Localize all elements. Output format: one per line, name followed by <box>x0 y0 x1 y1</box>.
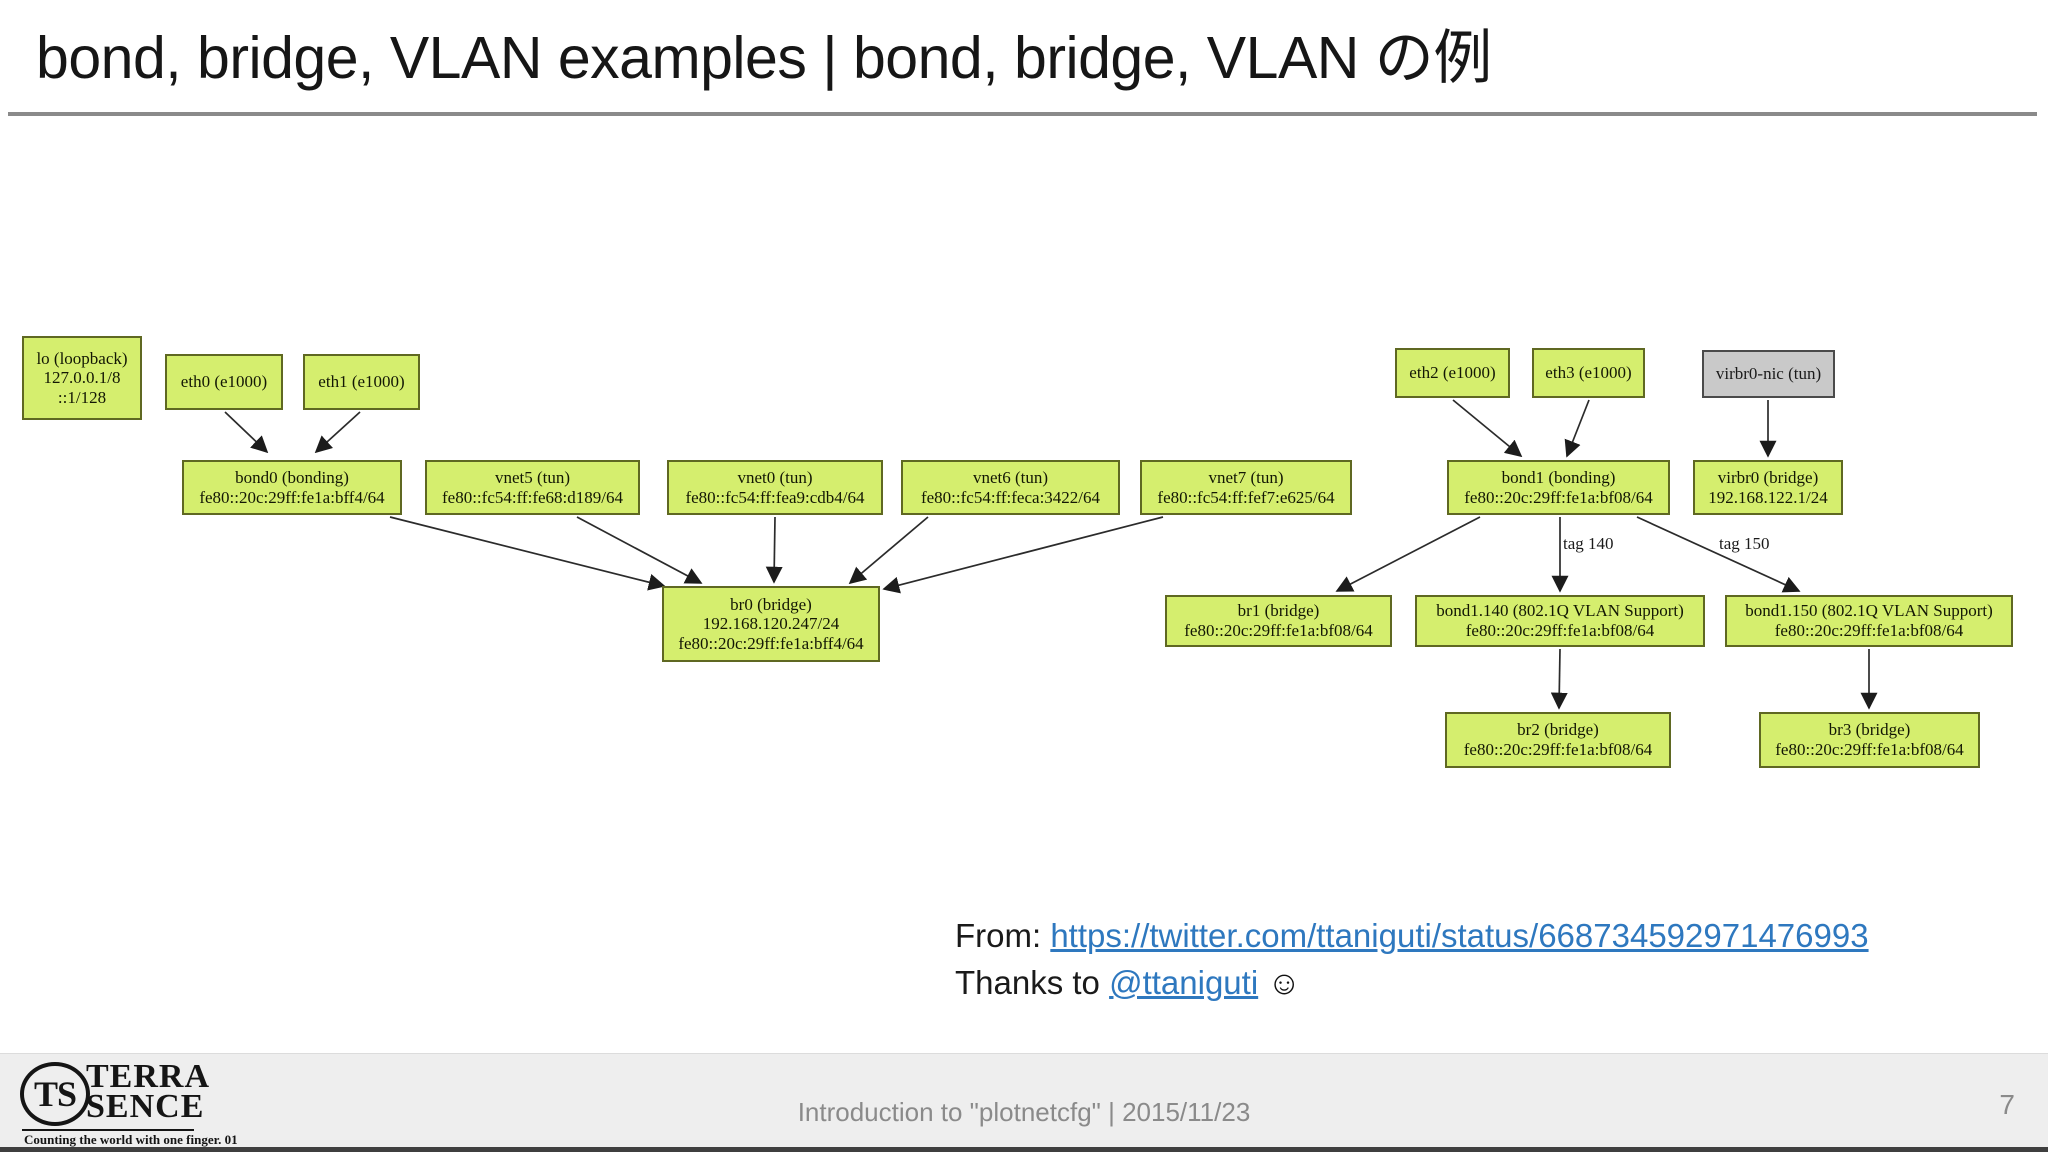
footer-caption: Introduction to "plotnetcfg" | 2015/11/2… <box>797 1097 1251 1127</box>
edge-eth1-bond0 <box>314 411 361 454</box>
logo-ts-icon: TS <box>20 1062 90 1126</box>
smiley-icon: ☺ <box>1267 964 1302 1001</box>
bottom-edge-strip <box>0 1147 2048 1152</box>
node-vnet5: vnet5 (tun) fe80::fc54:ff:fe68:d189/64 <box>425 460 640 515</box>
node-label: bond1.140 (802.1Q VLAN Support) <box>1436 601 1684 621</box>
node-label: fe80::20c:29ff:fe1a:bff4/64 <box>678 633 864 653</box>
edge-vnet6-br0 <box>848 516 929 585</box>
edge-eth2-bond1 <box>1452 399 1523 458</box>
node-vnet7: vnet7 (tun) fe80::fc54:ff:fef7:e625/64 <box>1140 460 1352 515</box>
node-label: br0 (bridge) <box>730 594 812 614</box>
node-label: fe80::fc54:ff:feca:3422/64 <box>920 487 1101 507</box>
node-bond1: bond1 (bonding) fe80::20c:29ff:fe1a:bf08… <box>1447 460 1670 515</box>
node-label: virbr0 (bridge) <box>1717 467 1819 487</box>
node-label: fe80::fc54:ff:fea9:cdb4/64 <box>685 487 865 507</box>
twitter-status-link[interactable]: https://twitter.com/ttaniguti/status/668… <box>1050 917 1869 954</box>
page-number: 7 <box>1999 1089 2015 1120</box>
node-label: bond0 (bonding) <box>235 467 349 487</box>
node-bond1-140: bond1.140 (802.1Q VLAN Support) fe80::20… <box>1415 595 1705 647</box>
node-br1: br1 (bridge) fe80::20c:29ff:fe1a:bf08/64 <box>1165 595 1392 647</box>
node-virbr0-nic: virbr0-nic (tun) <box>1702 350 1835 398</box>
node-label: fe80::20c:29ff:fe1a:bf08/64 <box>1774 621 1964 640</box>
page-title: bond, bridge, VLAN examples | bond, brid… <box>36 25 1492 91</box>
node-label: 192.168.120.247/24 <box>702 614 840 634</box>
edge-bond1-br1 <box>1335 516 1481 592</box>
attribution: From: https://twitter.com/ttaniguti/stat… <box>955 912 1869 1006</box>
logo-word-terra: TERRA <box>86 1058 211 1095</box>
edge-label-tag140: tag 140 <box>1563 534 1614 553</box>
node-eth3: eth3 (e1000) <box>1532 348 1645 398</box>
node-label: eth1 (e1000) <box>318 372 405 392</box>
node-virbr0: virbr0 (bridge) 192.168.122.1/24 <box>1693 460 1843 515</box>
node-eth0: eth0 (e1000) <box>165 354 283 410</box>
thanks-label: Thanks to <box>955 964 1110 1001</box>
node-label: 192.168.122.1/24 <box>1708 487 1828 507</box>
node-label: eth3 (e1000) <box>1545 363 1632 383</box>
node-eth2: eth2 (e1000) <box>1395 348 1510 398</box>
edge-bond0-br0 <box>389 516 666 591</box>
node-br2: br2 (bridge) fe80::20c:29ff:fe1a:bf08/64 <box>1445 712 1671 768</box>
node-bond0: bond0 (bonding) fe80::20c:29ff:fe1a:bff4… <box>182 460 402 515</box>
node-label: vnet0 (tun) <box>737 467 813 487</box>
edge-eth0-bond0 <box>224 411 269 454</box>
node-label: bond1.150 (802.1Q VLAN Support) <box>1745 601 1993 621</box>
twitter-handle-link[interactable]: @ttaniguti <box>1109 964 1259 1001</box>
node-label: vnet6 (tun) <box>972 467 1049 487</box>
node-label: br3 (bridge) <box>1828 720 1911 740</box>
node-label: bond1 (bonding) <box>1501 467 1616 487</box>
node-eth1: eth1 (e1000) <box>303 354 420 410</box>
edge-eth3-bond1 <box>1564 399 1590 458</box>
node-label: br1 (bridge) <box>1237 601 1320 621</box>
edge-label-tag150: tag 150 <box>1719 534 1770 553</box>
edge-bond1-bond1150 <box>1636 516 1801 593</box>
edge-bond1140-br2 <box>1550 648 1568 710</box>
edge-vnet7-br0 <box>882 516 1164 594</box>
node-label: fe80::fc54:ff:fef7:e625/64 <box>1157 487 1335 507</box>
logo-tagline: Counting the world with one finger. 01 <box>24 1132 238 1147</box>
attribution-thanks-line: Thanks to @ttaniguti ☺ <box>955 959 1869 1006</box>
title-divider <box>8 112 2037 116</box>
node-vnet0: vnet0 (tun) fe80::fc54:ff:fea9:cdb4/64 <box>667 460 883 515</box>
node-label: vnet7 (tun) <box>1208 467 1284 487</box>
node-bond1-150: bond1.150 (802.1Q VLAN Support) fe80::20… <box>1725 595 2013 647</box>
edge-vnet0-br0 <box>765 516 783 584</box>
from-label: From: <box>955 917 1051 954</box>
node-label: virbr0-nic (tun) <box>1715 364 1822 384</box>
node-label: fe80::20c:29ff:fe1a:bf08/64 <box>1465 621 1655 640</box>
node-label: br2 (bridge) <box>1517 720 1599 740</box>
logo-underline <box>22 1129 194 1131</box>
node-vnet6: vnet6 (tun) fe80::fc54:ff:feca:3422/64 <box>901 460 1120 515</box>
logo-abbr: TS <box>33 1074 77 1114</box>
node-label: fe80::20c:29ff:fe1a:bf08/64 <box>1775 740 1964 759</box>
node-label: fe80::20c:29ff:fe1a:bff4/64 <box>199 487 385 507</box>
footer: TS TERRA SENCE Counting the world with o… <box>0 1053 2048 1152</box>
node-label: fe80::fc54:ff:fe68:d189/64 <box>442 487 623 507</box>
node-label: eth2 (e1000) <box>1409 363 1496 383</box>
terra-sence-logo: TS TERRA SENCE Counting the world with o… <box>20 1058 238 1147</box>
edge-vnet5-br0 <box>576 516 703 584</box>
node-label: vnet5 (tun) <box>494 467 571 487</box>
node-label: fe80::20c:29ff:fe1a:bf08/64 <box>1463 740 1653 759</box>
node-lo: lo (loopback) 127.0.0.1/8 ::1/128 <box>22 336 142 420</box>
node-br3: br3 (bridge) fe80::20c:29ff:fe1a:bf08/64 <box>1759 712 1980 768</box>
node-br0: br0 (bridge) 192.168.120.247/24 fe80::20… <box>662 586 880 662</box>
node-label: lo (loopback) <box>36 348 128 368</box>
attribution-from-line: From: https://twitter.com/ttaniguti/stat… <box>955 912 1869 959</box>
node-label: eth0 (e1000) <box>180 372 268 392</box>
node-label: ::1/128 <box>57 387 107 407</box>
node-label: fe80::20c:29ff:fe1a:bf08/64 <box>1184 621 1373 640</box>
logo-word-sence: SENCE <box>86 1088 205 1125</box>
node-label: fe80::20c:29ff:fe1a:bf08/64 <box>1464 487 1653 507</box>
node-label: 127.0.0.1/8 <box>43 368 121 388</box>
